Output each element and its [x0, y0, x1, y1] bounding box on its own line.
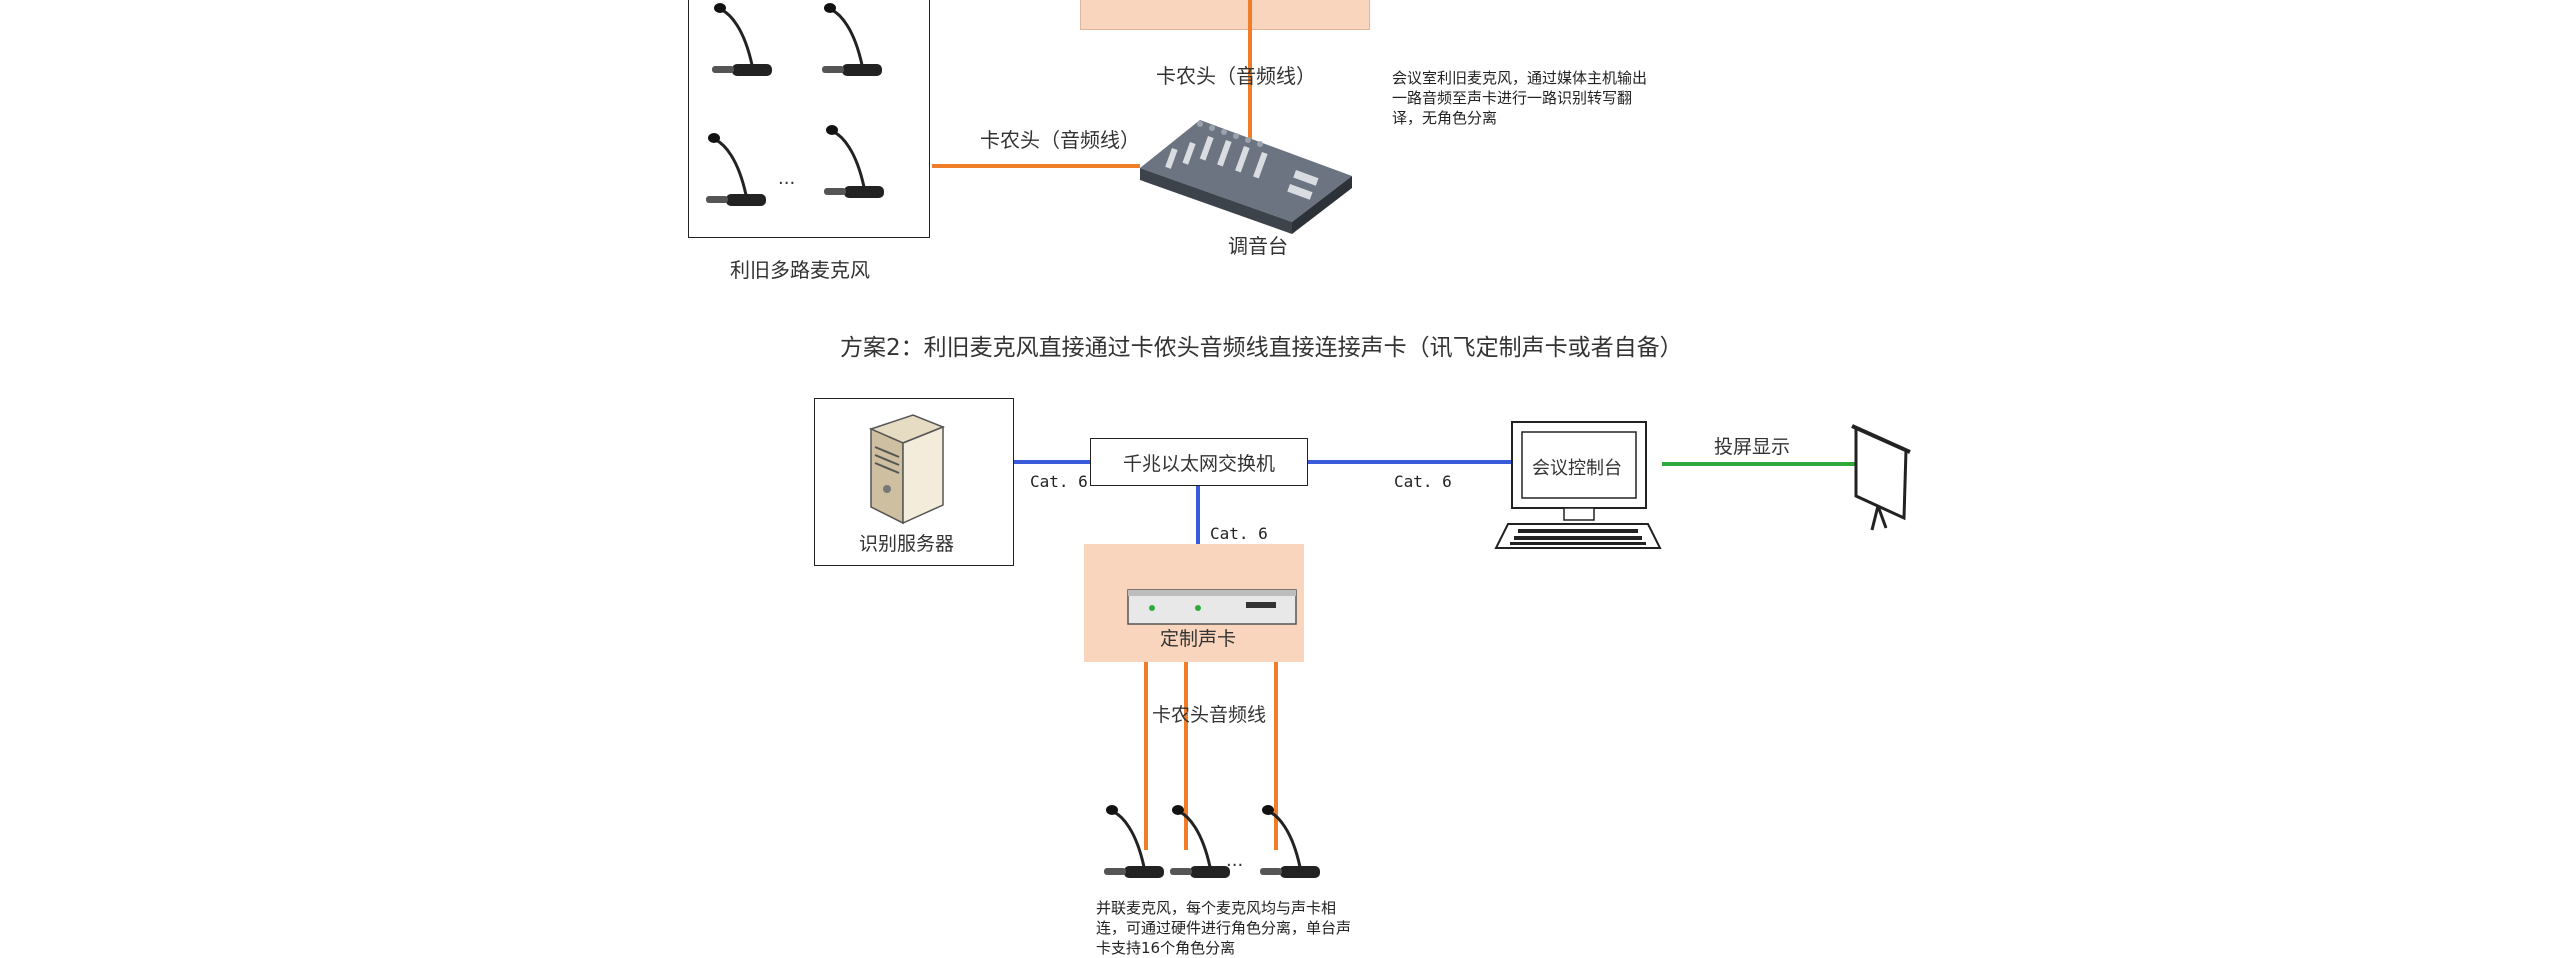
console-icon — [1494, 421, 1662, 549]
mixer-label: 调音台 — [1228, 234, 1288, 258]
mic-ellipsis-bottom: ... — [1226, 850, 1244, 871]
server-icon — [868, 414, 946, 525]
top-note: 会议室利旧麦克风，通过媒体主机输出 一路音频至声卡进行一路识别转写翻 译，无角色… — [1392, 68, 1712, 128]
media-host-block — [1080, 0, 1370, 30]
switch-box: 千兆以太网交换机 — [1090, 438, 1308, 486]
projection-label: 投屏显示 — [1714, 436, 1791, 458]
cat6-down-label: Cat. 6 — [1210, 524, 1268, 543]
cannon-label-left: 卡农头（音频线） — [980, 128, 1140, 152]
projection-screen-icon — [1851, 424, 1911, 531]
soundcard-icon — [1127, 589, 1297, 625]
bottom-note-line: 卡支持16个角色分离 — [1096, 939, 1236, 957]
bottom-note-line: 并联麦克风，每个麦克风均与声卡相 — [1096, 899, 1337, 917]
mixer-icon — [1140, 120, 1352, 234]
bottom-note: 并联麦克风，每个麦克风均与声卡相 连，可通过硬件进行角色分离，单台声 卡支持16… — [1096, 898, 1416, 958]
server-label: 识别服务器 — [859, 533, 955, 555]
top-note-line: 会议室利旧麦克风，通过媒体主机输出 — [1392, 69, 1648, 87]
bottom-note-line: 连，可通过硬件进行角色分离，单台声 — [1096, 919, 1352, 937]
cannon-label-upper: 卡农头（音频线） — [1156, 64, 1316, 88]
cannon-audio-label: 卡农头音频线 — [1152, 704, 1267, 726]
top-note-line: 译，无角色分离 — [1392, 109, 1498, 127]
switch-label: 千兆以太网交换机 — [1122, 452, 1275, 475]
mic-ellipsis-top: ... — [778, 168, 796, 189]
server-box: 识别服务器 — [814, 398, 1014, 566]
cat6-left-label: Cat. 6 — [1030, 472, 1088, 491]
soundcard-label: 定制声卡 — [1160, 628, 1237, 650]
scheme2-title: 方案2：利旧麦克风直接通过卡侬头音频线直接连接声卡（讯飞定制声卡或者自备） — [840, 335, 1683, 361]
mic-group-label: 利旧多路麦克风 — [730, 258, 870, 282]
console-label: 会议控制台 — [1532, 458, 1622, 479]
top-note-line: 一路音频至声卡进行一路识别转写翻 — [1392, 89, 1633, 107]
cat6-right-label: Cat. 6 — [1394, 472, 1452, 491]
